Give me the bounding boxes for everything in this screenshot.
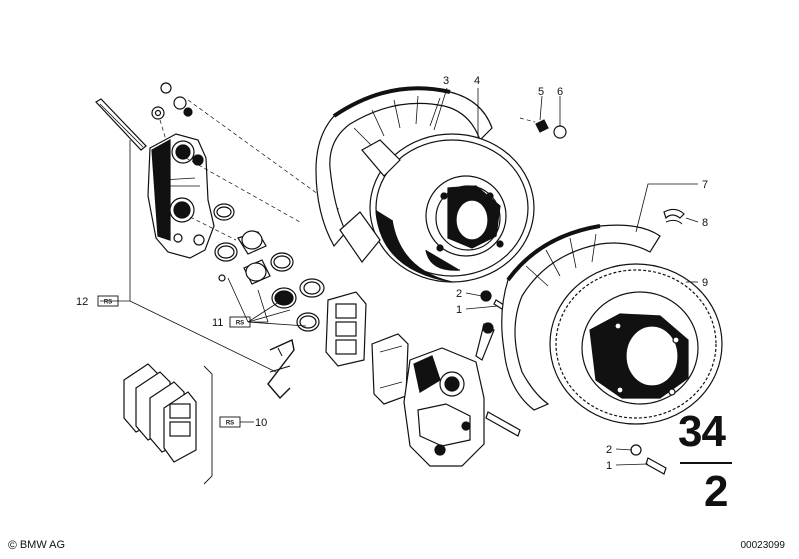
callout-3[interactable]: 3	[443, 75, 449, 87]
callout-2-right[interactable]: 2	[606, 444, 612, 456]
assembly-guide-lines	[159, 99, 536, 241]
caliper-housing-right	[403, 347, 521, 467]
callout-12[interactable]: 12	[76, 296, 88, 308]
splash-shield-right	[501, 224, 661, 411]
callout-9[interactable]: 9	[702, 277, 708, 289]
copyright-notice: © BMW AG	[8, 538, 65, 552]
brake-pad-front	[325, 291, 367, 367]
retaining-pin	[95, 98, 147, 151]
clip-8	[663, 208, 685, 225]
image-id: 00023099	[740, 540, 786, 551]
rs-badge-12	[97, 295, 119, 307]
callout-11[interactable]: 11	[212, 317, 223, 329]
piston-seals	[213, 203, 325, 332]
group-number-major: 34	[678, 407, 726, 456]
brake-disc-right	[549, 263, 723, 425]
group-number-minor: 2	[704, 467, 729, 516]
copyright-text: BMW AG	[19, 539, 66, 551]
group-number-divider	[680, 462, 732, 464]
callout-5[interactable]: 5	[538, 86, 544, 98]
anti-squeal-shim	[371, 333, 409, 405]
splash-shield-left	[315, 86, 493, 248]
leader-lines	[100, 87, 699, 466]
copyright-icon: ©	[8, 538, 17, 552]
rs-badge-11	[229, 316, 251, 328]
callout-4[interactable]: 4	[474, 75, 480, 87]
pad-set-bracket	[203, 365, 213, 485]
rs-badge-10-label: RS	[226, 421, 234, 427]
callout-1-center[interactable]: 1	[456, 304, 462, 316]
rs-badge-12-label: RS	[104, 300, 112, 306]
callout-6[interactable]: 6	[557, 86, 563, 98]
rs-badge-10	[219, 416, 241, 428]
bleeder-screws	[151, 82, 193, 120]
callout-2-center[interactable]: 2	[456, 288, 462, 300]
bolts-5-6	[535, 119, 567, 139]
rs-badge-11-label: RS	[236, 321, 244, 327]
callout-7[interactable]: 7	[702, 179, 708, 191]
brake-disc-left	[369, 133, 535, 283]
hub-stub	[339, 139, 401, 263]
callout-1-right[interactable]: 1	[606, 460, 612, 472]
pad-set-left	[123, 363, 197, 463]
caliper-housing-left	[147, 133, 215, 259]
spring-clip	[267, 338, 295, 400]
bolts-1-2-right	[630, 444, 667, 475]
callout-10[interactable]: 10	[255, 417, 267, 429]
callout-8[interactable]: 8	[702, 217, 708, 229]
